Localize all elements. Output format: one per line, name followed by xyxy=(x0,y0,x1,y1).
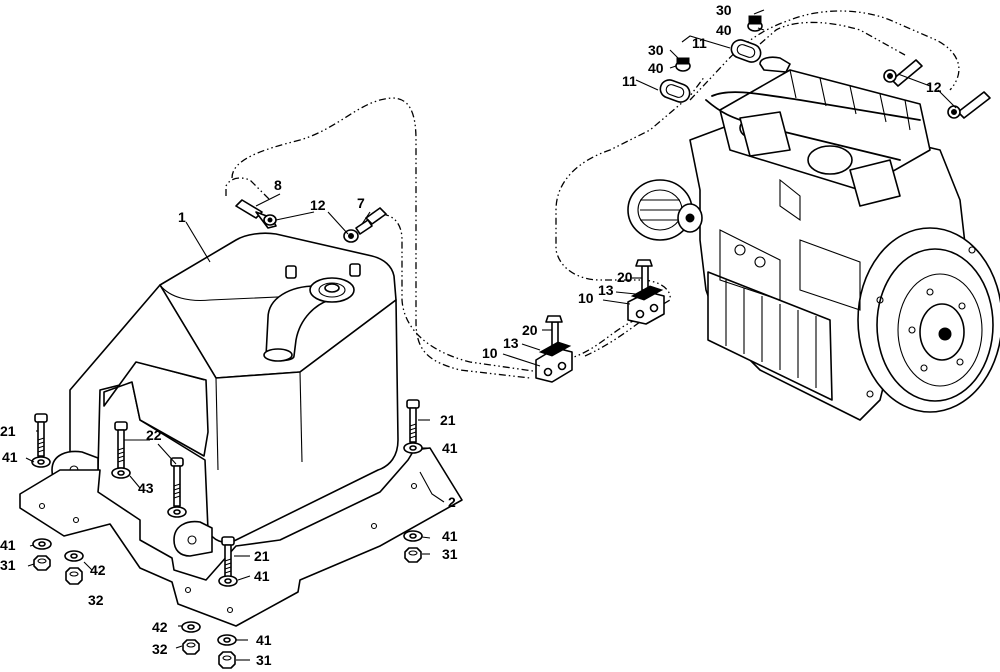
callout-13-lower: 13 xyxy=(503,335,519,351)
hose-clamps xyxy=(535,259,665,383)
callout-10-upper: 10 xyxy=(578,290,594,306)
callout-10-lower: 10 xyxy=(482,345,498,361)
tank-fittings xyxy=(235,199,387,243)
callout-31-right: 31 xyxy=(442,546,458,562)
callout-42-bottom: 42 xyxy=(152,619,168,635)
fasteners xyxy=(31,399,423,669)
callout-12-tank: 12 xyxy=(310,197,326,213)
callout-labels: 1 2 7 8 12 10 13 20 10 13 20 21 21 21 22… xyxy=(0,2,942,668)
callout-40-mid: 40 xyxy=(648,60,664,76)
callout-30-top: 30 xyxy=(716,2,732,18)
callout-22: 22 xyxy=(146,427,162,443)
callout-32-bottom: 32 xyxy=(152,641,168,657)
callout-41-bottom-right: 41 xyxy=(256,632,272,648)
engine xyxy=(627,56,1000,421)
bolt-21-left xyxy=(34,413,48,457)
callout-43: 43 xyxy=(138,480,154,496)
callout-41-right: 41 xyxy=(442,440,458,456)
callout-11-mid: 11 xyxy=(622,73,637,89)
callout-30-mid: 30 xyxy=(648,42,664,58)
callout-31-bottom: 31 xyxy=(256,652,272,668)
callout-1: 1 xyxy=(178,209,186,225)
callout-7: 7 xyxy=(357,195,365,211)
callout-21-left: 21 xyxy=(0,423,16,439)
callout-41-under-left: 41 xyxy=(0,537,16,553)
callout-41-under-right: 41 xyxy=(442,528,458,544)
callout-32-left: 32 xyxy=(88,592,104,608)
callout-12-engine: 12 xyxy=(926,79,942,95)
engine-fittings xyxy=(659,15,991,119)
callout-41-left: 41 xyxy=(2,449,18,465)
callout-41-bottom: 41 xyxy=(254,568,270,584)
callout-21-right: 21 xyxy=(440,412,456,428)
callout-13-upper: 13 xyxy=(598,282,614,298)
callout-20-lower: 20 xyxy=(522,322,538,338)
bolt-22 xyxy=(114,421,184,507)
callout-2: 2 xyxy=(448,494,456,510)
fuel-tank xyxy=(51,232,399,557)
callout-20-upper: 20 xyxy=(617,269,633,285)
callout-8: 8 xyxy=(274,177,282,193)
bolt-21-right xyxy=(406,399,420,443)
callout-11-top: 11 xyxy=(692,35,707,51)
leader-lines xyxy=(25,9,957,661)
callout-42-left: 42 xyxy=(90,562,106,578)
callout-40-top: 40 xyxy=(716,22,732,38)
callout-21-bottom: 21 xyxy=(254,548,270,564)
callout-31-left: 31 xyxy=(0,557,16,573)
